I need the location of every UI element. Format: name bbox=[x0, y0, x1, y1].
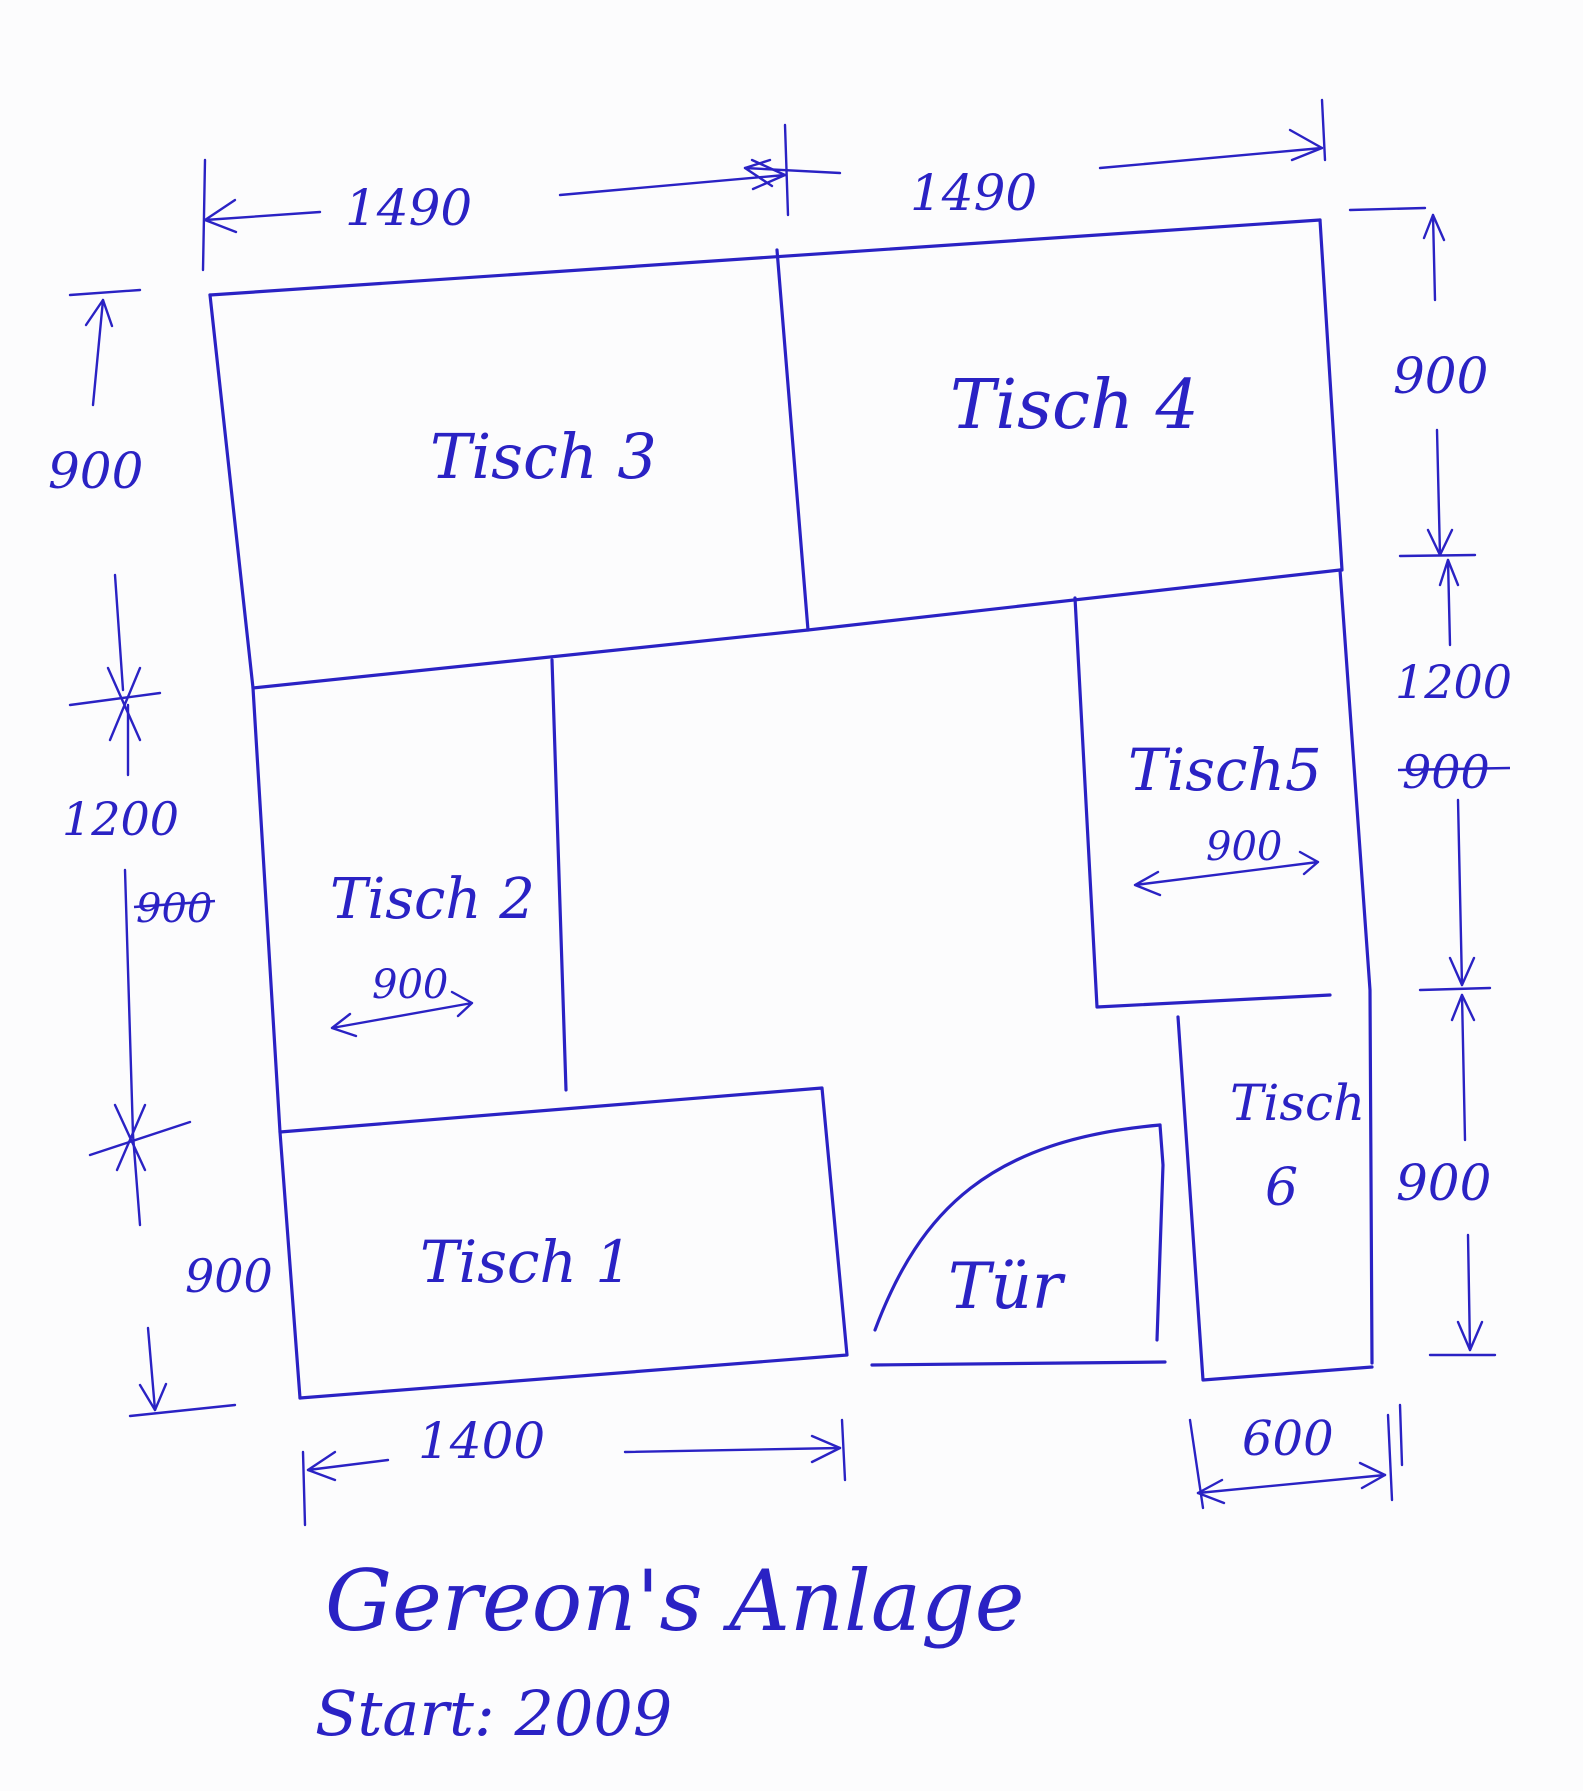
right-bottom-depth: 900 bbox=[1396, 1154, 1491, 1212]
tisch5-outline bbox=[1073, 596, 1332, 1009]
bottom-left-dim-line bbox=[306, 1446, 842, 1472]
left-dimensions: 900 1200 900 900 bbox=[48, 288, 273, 1418]
top-dimensions: 1490 1490 bbox=[201, 98, 1327, 272]
left-bottom-tick bbox=[88, 1120, 192, 1157]
left-outer-edge bbox=[208, 293, 302, 1400]
tisch3-label: Tisch 3 bbox=[430, 420, 657, 493]
right-top-tick bbox=[1348, 206, 1427, 212]
right-mid-tick-2 bbox=[1418, 986, 1492, 992]
footer: Gereon's Anlage Start: 2009 bbox=[315, 1552, 1024, 1750]
left-top-dim-line bbox=[91, 298, 125, 692]
right-top-arrowhead-up bbox=[1422, 213, 1446, 242]
right-bottom-arrowhead-down bbox=[1456, 1320, 1484, 1352]
door-symbol bbox=[870, 1123, 1167, 1367]
left-mid-cross bbox=[106, 666, 142, 742]
top-right-dim-line bbox=[743, 146, 1324, 175]
door-threshold bbox=[870, 1360, 1167, 1367]
tisch4-right-edge bbox=[1318, 218, 1344, 572]
bottom-left-tick-1 bbox=[301, 1450, 307, 1527]
bottom-right-tick-2 bbox=[1386, 1403, 1404, 1502]
table-labels: Tisch 3 Tisch 4 Tisch 2 Tisch5 Tisch 6 T… bbox=[330, 366, 1365, 1324]
bottom-right-width: 600 bbox=[1242, 1411, 1334, 1467]
door-swing-arc bbox=[873, 1123, 1162, 1332]
right-mid-depth: 1200 bbox=[1395, 655, 1512, 709]
door-label: Tür bbox=[948, 1250, 1066, 1324]
tisch1-outline bbox=[278, 1086, 849, 1400]
tisch4-label: Tisch 4 bbox=[950, 366, 1199, 445]
right-long-edge bbox=[1338, 568, 1374, 1365]
right-mid-arrowhead-up bbox=[1438, 558, 1460, 587]
left-top-arrowhead-up bbox=[84, 298, 114, 328]
left-bottom-cross bbox=[113, 1103, 147, 1172]
right-mid-arrowhead-down bbox=[1448, 956, 1476, 987]
top-edge bbox=[208, 218, 1322, 297]
table-outlines bbox=[208, 218, 1374, 1400]
bottom-left-arrowhead-left bbox=[306, 1450, 337, 1482]
left-top-tick bbox=[68, 288, 142, 297]
tisch5-width-arrow bbox=[1133, 850, 1320, 897]
left-mid-old: 900 bbox=[136, 886, 212, 932]
tisch3-tisch4-divider bbox=[775, 248, 810, 632]
left-mid-strike bbox=[133, 899, 216, 909]
right-mid-tick-1 bbox=[1398, 553, 1477, 558]
tisch2-right-edge bbox=[550, 658, 568, 1092]
left-mid-depth: 1200 bbox=[62, 792, 179, 846]
tisch3-tisch4-bottom bbox=[251, 568, 1342, 690]
right-mid-strike bbox=[1397, 766, 1511, 772]
bottom-right-arrowheads bbox=[1196, 1461, 1387, 1505]
door-side bbox=[1155, 1123, 1165, 1342]
tisch2-label: Tisch 2 bbox=[330, 867, 535, 932]
tisch2-width: 900 bbox=[372, 962, 448, 1008]
top-left-tick bbox=[201, 158, 207, 272]
right-top-depth: 900 bbox=[1393, 347, 1488, 405]
top-right-width: 1490 bbox=[910, 164, 1037, 222]
tisch6-label-line1: Tisch bbox=[1230, 1074, 1365, 1132]
top-right-tick bbox=[1320, 98, 1327, 162]
tisch6-outline bbox=[1176, 1015, 1374, 1382]
right-top-dim-line bbox=[1431, 213, 1442, 557]
bottom-left-tick-2 bbox=[840, 1418, 847, 1482]
right-bottom-arrowhead-up bbox=[1450, 993, 1476, 1022]
right-mid-dim-line bbox=[1446, 558, 1464, 987]
left-bottom-arrowhead bbox=[138, 1382, 168, 1412]
sketch-title: Gereon's Anlage bbox=[325, 1552, 1024, 1650]
left-mid-tick-1 bbox=[68, 691, 162, 707]
bottom-left-arrowhead-right bbox=[810, 1434, 842, 1464]
bottom-right-dim-line bbox=[1196, 1473, 1387, 1495]
top-left-width: 1490 bbox=[345, 179, 472, 237]
left-bottom-dim-line bbox=[131, 1133, 157, 1412]
top-left-arrowhead bbox=[203, 198, 238, 234]
tisch5-width: 900 bbox=[1206, 824, 1282, 870]
right-mid-old: 900 bbox=[1402, 745, 1490, 799]
tisch6-label-line2: 6 bbox=[1265, 1158, 1298, 1218]
left-top-depth: 900 bbox=[48, 442, 143, 500]
bottom-left-width: 1400 bbox=[418, 1412, 545, 1470]
left-bottom-base bbox=[128, 1403, 237, 1418]
tisch2-width-arrow bbox=[330, 990, 474, 1038]
left-mid-dim-line bbox=[123, 703, 135, 1137]
bottom-dimensions: 1400 600 bbox=[301, 1403, 1404, 1527]
right-bottom-dim-line bbox=[1460, 993, 1472, 1352]
tisch1-label: Tisch 1 bbox=[420, 1228, 632, 1296]
tisch5-label: Tisch5 bbox=[1128, 736, 1322, 804]
top-mid-arrowhead-right bbox=[743, 158, 774, 188]
start-year: Start: 2009 bbox=[315, 1677, 672, 1750]
left-bottom-depth: 900 bbox=[185, 1249, 273, 1303]
right-dimensions: 900 1200 900 900 bbox=[1348, 206, 1512, 1357]
inner-width-dimensions: 900 900 bbox=[330, 824, 1320, 1038]
top-mid-arrowhead-left bbox=[750, 158, 787, 191]
top-left-dim-line bbox=[203, 173, 787, 222]
top-right-arrowhead bbox=[1288, 128, 1324, 162]
